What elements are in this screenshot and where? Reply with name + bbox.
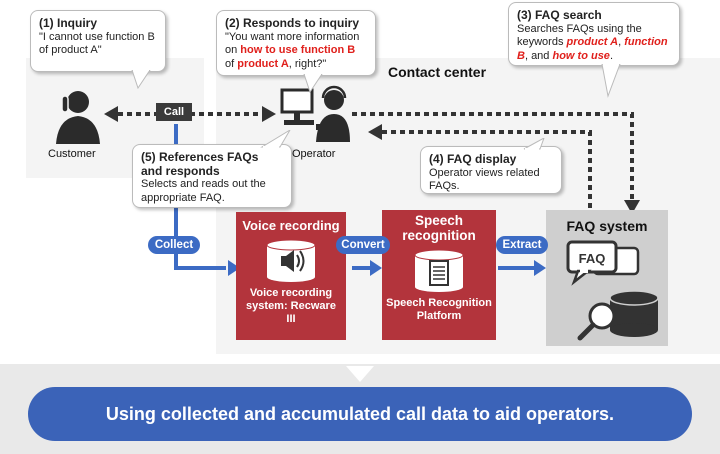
convert-pill: Convert: [336, 236, 390, 254]
call-arrow-left-head: [104, 106, 118, 122]
callout-faq-search-body: Searches FAQs using the keywords product…: [517, 23, 671, 64]
voice-recording-subtitle: Voice recording system: Recware III: [246, 287, 336, 325]
callout-faq-search-keyword-3: how to use: [552, 49, 610, 62]
callout-responds-t2: of: [225, 57, 238, 70]
callout-inquiry-tail: [131, 70, 151, 90]
callout-faq-display-tail: [523, 138, 545, 150]
callout-faq-search-t2: ,: [618, 36, 625, 48]
speech-recognition-box: Speech recognition Speech Recognition Pl…: [382, 210, 496, 340]
callout-responds-head: (2) Responds to inquiry: [225, 16, 360, 30]
document-icon: [414, 249, 464, 292]
callout-faq-display-text: Operator views related FAQs.: [429, 166, 540, 193]
contact-center-title: Contact center: [388, 64, 487, 80]
faq-search-arrow-head: [624, 200, 640, 214]
callout-inquiry: (1) Inquiry "I cannot use function B of …: [30, 10, 166, 72]
customer-label: Customer: [48, 148, 96, 160]
faq-bubble-text: FAQ: [579, 251, 606, 266]
callout-references-head: (5) References FAQs and responds: [141, 150, 259, 178]
callout-responds-t3: , right?": [288, 57, 327, 70]
callout-faq-search-keyword-2: function B: [517, 36, 668, 62]
callout-references-tail: [260, 130, 291, 148]
collect-pill: Collect: [148, 236, 200, 254]
callout-inquiry-head: (1) Inquiry: [39, 16, 98, 30]
callout-responds-t1: "You want more information on: [225, 30, 360, 57]
callout-responds-body: "You want more information on how to use…: [225, 31, 367, 72]
collect-arrow-head: [228, 260, 240, 276]
callout-responds: (2) Responds to inquiry "You want more i…: [216, 10, 376, 76]
speech-recognition-title: Speech recognition: [402, 213, 476, 243]
customer-phone-icon: [56, 91, 100, 144]
callout-faq-display: (4) FAQ display Operator views related F…: [420, 146, 562, 194]
banner-pointer: [346, 366, 374, 382]
operator-label: Operator: [292, 148, 336, 160]
summary-banner: Using collected and accumulated call dat…: [28, 387, 692, 441]
callout-faq-search-tail: [601, 64, 621, 98]
callout-references: (5) References FAQs and responds Selects…: [132, 144, 292, 208]
callout-inquiry-text: "I cannot use function B of product A": [39, 30, 155, 57]
voice-recording-title: Voice recording: [242, 218, 340, 233]
faq-database-icon: FAQ: [566, 240, 659, 341]
callout-faq-search-t3: , and: [524, 49, 553, 62]
callout-responds-keyword-2: product A: [237, 57, 289, 70]
faq-display-path: [382, 130, 592, 208]
callout-faq-search-head: (3) FAQ search: [517, 8, 602, 22]
speech-recognition-subtitle: Speech Recognition Platform: [386, 297, 492, 322]
convert-arrow-head: [370, 260, 382, 276]
operator-headset-icon: [280, 85, 350, 142]
callout-references-text: Selects and reads out the appropriate FA…: [141, 178, 266, 204]
callout-faq-search-t1: Searches FAQs using the keywords: [517, 22, 642, 49]
faq-search-path: [352, 112, 634, 200]
callout-faq-search-keyword-1: product A: [566, 36, 619, 48]
call-badge: Call: [156, 103, 192, 121]
extract-arrow-head: [534, 260, 546, 276]
callout-faq-display-head: (4) FAQ display: [429, 152, 517, 166]
call-arrow-right-head: [262, 106, 276, 122]
callout-faq-search-t4: .: [609, 49, 613, 62]
callout-faq-search: (3) FAQ search Searches FAQs using the k…: [508, 2, 680, 66]
voice-recording-box: Voice recording Voice recording system: …: [236, 212, 346, 340]
faq-display-arrow-head: [368, 124, 382, 140]
faq-system-box: FAQ system FAQ: [546, 210, 668, 346]
callout-responds-tail: [303, 74, 323, 94]
callout-responds-keyword-1: how to use function B: [240, 44, 356, 56]
faq-system-title: FAQ system: [566, 218, 648, 234]
speaker-icon: [266, 239, 316, 282]
extract-pill: Extract: [496, 236, 548, 254]
